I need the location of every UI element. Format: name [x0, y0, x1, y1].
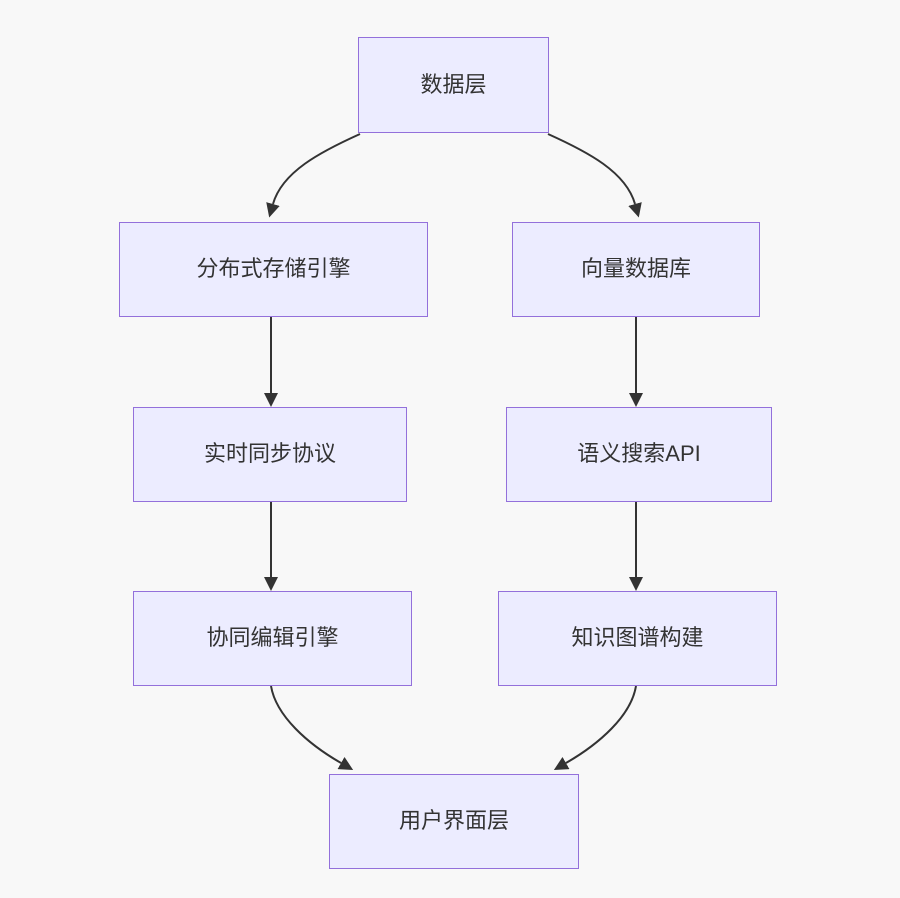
node-realtime-sync-protocol-label: 实时同步协议: [203, 441, 336, 467]
node-vector-database-label: 向量数据库: [580, 256, 691, 282]
node-semantic-search-api: 语义搜索API: [506, 407, 772, 502]
node-knowledge-graph-construction: 知识图谱构建: [498, 591, 777, 686]
edge-data-layer-to-vector-database: [547, 133, 642, 218]
node-data-layer: 数据层: [358, 37, 549, 133]
edge-knowledge-graph-to-ui-layer: [553, 685, 637, 770]
node-distributed-storage-engine: 分布式存储引擎: [119, 222, 428, 317]
node-semantic-search-api-label: 语义搜索API: [577, 441, 701, 467]
node-distributed-storage-engine-label: 分布式存储引擎: [196, 256, 351, 282]
node-data-layer-label: 数据层: [420, 71, 487, 97]
node-collaborative-editing-engine: 协同编辑引擎: [133, 591, 412, 686]
node-realtime-sync-protocol: 实时同步协议: [133, 407, 407, 502]
edge-collaborative-editing-to-ui-layer: [270, 685, 354, 770]
node-vector-database: 向量数据库: [512, 222, 760, 317]
node-user-interface-layer-label: 用户界面层: [398, 808, 509, 834]
edge-data-layer-to-distributed-storage: [266, 133, 361, 218]
node-knowledge-graph-construction-label: 知识图谱构建: [571, 625, 704, 651]
node-user-interface-layer: 用户界面层: [329, 774, 579, 869]
node-collaborative-editing-engine-label: 协同编辑引擎: [206, 625, 339, 651]
